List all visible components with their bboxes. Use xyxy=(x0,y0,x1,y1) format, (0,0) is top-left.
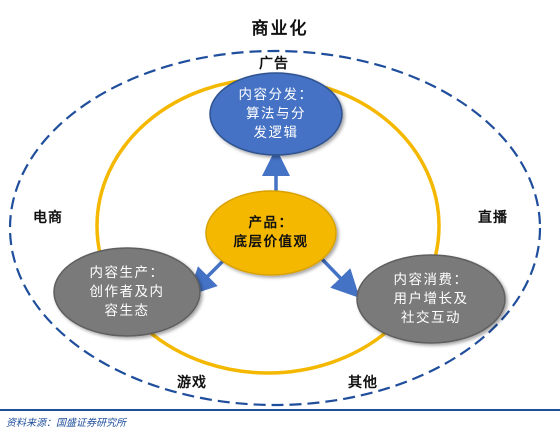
node-product-values: 产品： 底层价值观 xyxy=(233,215,309,250)
node-content-production: 内容生产： 创作者及内 容生态 xyxy=(89,265,165,319)
label-games: 游戏 xyxy=(177,375,207,391)
footer-divider xyxy=(0,409,560,411)
node-center-shape xyxy=(205,190,337,276)
node-content-distribution: 内容分发： 算法与分 发逻辑 xyxy=(238,87,314,141)
node-left-shape xyxy=(53,247,201,337)
node-content-consumption: 内容消费： 用户增长及 社交互动 xyxy=(393,272,469,326)
label-livestream: 直播 xyxy=(478,210,508,226)
arrow-right xyxy=(318,255,360,299)
label-others: 其他 xyxy=(348,375,378,391)
label-advertising: 广告 xyxy=(259,56,289,72)
label-ecommerce: 电商 xyxy=(33,210,63,226)
node-top-shape xyxy=(209,72,343,156)
diagram-title: 商业化 xyxy=(251,19,309,39)
source-note: 资料来源：国盛证券研究所 xyxy=(6,418,126,429)
outer-dashed-ellipse xyxy=(8,49,542,407)
node-right-shape xyxy=(356,254,506,344)
